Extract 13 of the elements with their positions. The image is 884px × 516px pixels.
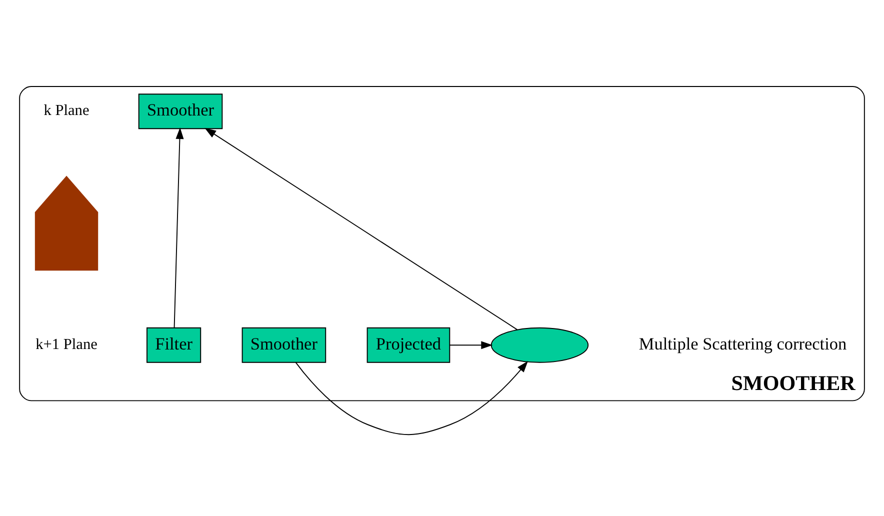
node-ellipse <box>490 326 589 362</box>
node-box: Smoother <box>242 326 326 362</box>
node-box: Projected <box>366 326 450 362</box>
node-arrow <box>34 175 98 270</box>
arrow <box>174 127 184 328</box>
label: k Plane <box>44 102 90 119</box>
node-label: Multiple Scattering correction <box>638 334 847 353</box>
arrow <box>295 360 528 435</box>
node-box: Smoother <box>138 93 223 129</box>
node-box: Filter <box>146 326 202 362</box>
arrow <box>204 127 518 330</box>
label: k+1 Plane <box>36 335 98 352</box>
arrow <box>449 340 493 349</box>
